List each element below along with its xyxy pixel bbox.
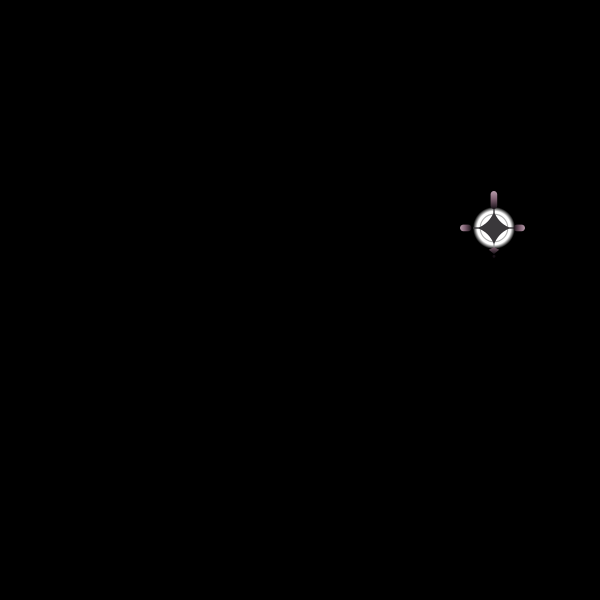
north-pointer xyxy=(490,191,498,209)
west-pointer xyxy=(460,224,472,232)
south-dot xyxy=(492,254,496,258)
four-point-star xyxy=(477,211,511,245)
east-pointer xyxy=(513,224,525,232)
south-pointer xyxy=(488,247,500,254)
compass-star-icon xyxy=(460,191,525,258)
